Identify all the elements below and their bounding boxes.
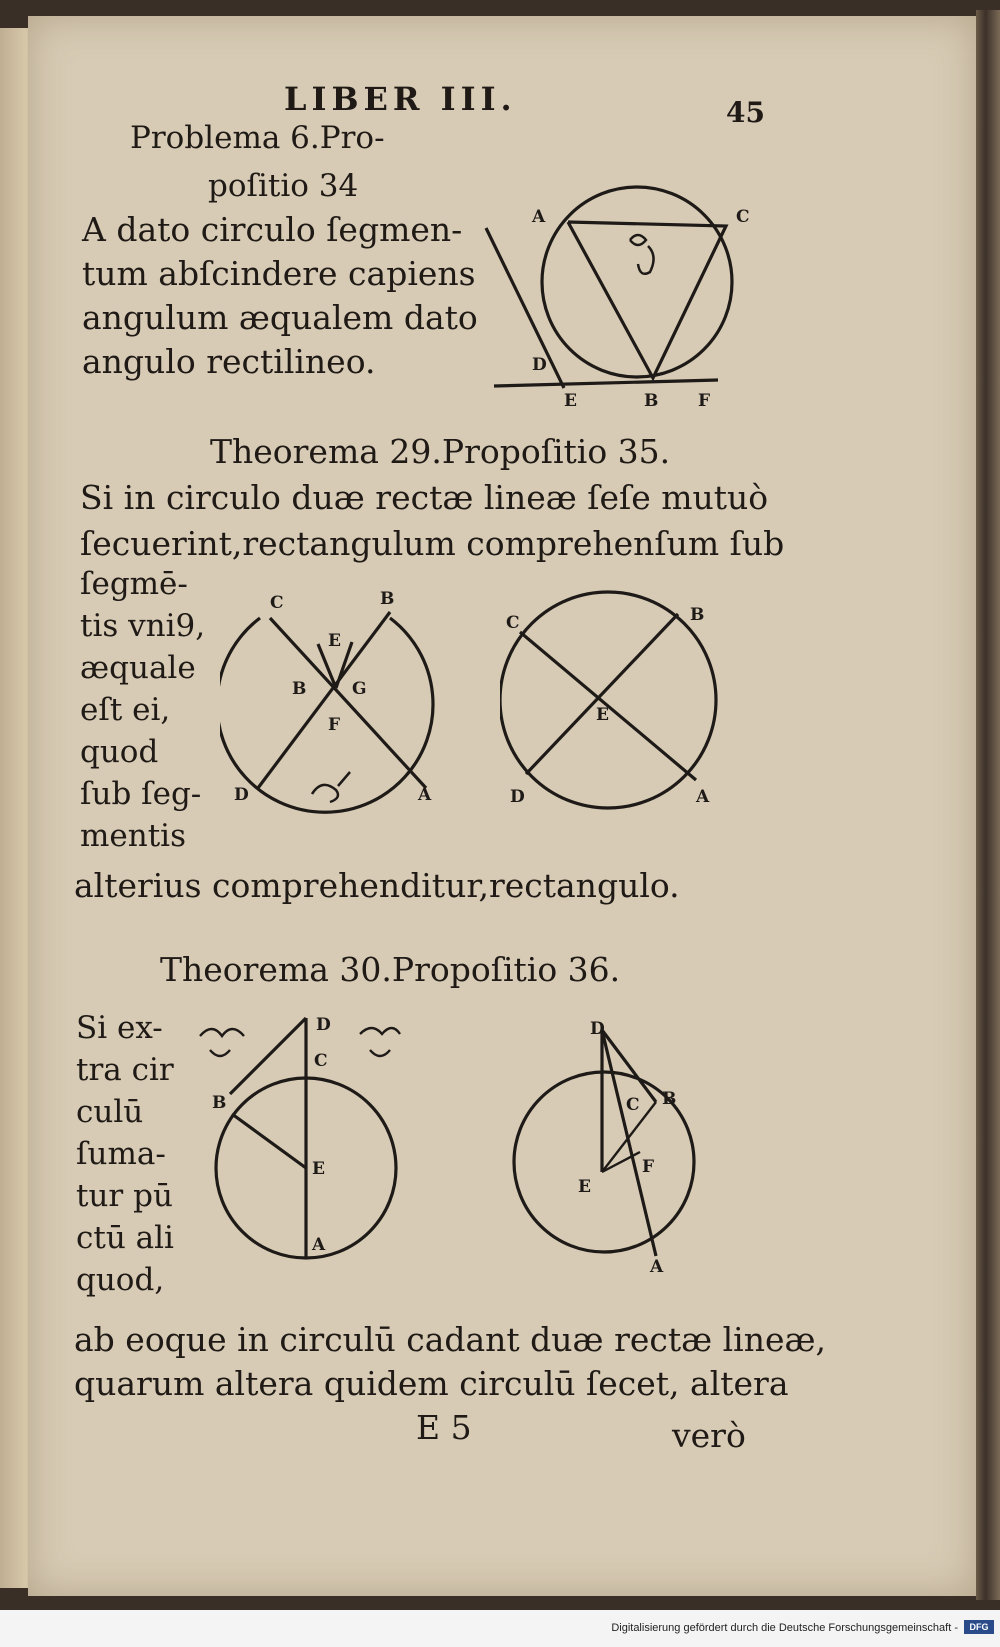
- theorem29-side-3: æquale: [80, 650, 196, 686]
- theorem29-line-2: ſecuerint,rectangulum comprehenſum ſub: [80, 524, 785, 563]
- theorem30-side-4: ſuma-: [76, 1136, 166, 1172]
- theorem29-side-6: ſub ſeg-: [80, 776, 202, 812]
- fig30b-label-b: B: [662, 1089, 676, 1109]
- theorem30-side-1: Si ex-: [76, 1010, 163, 1046]
- figure-tangent-circle-1: D C B E A: [199, 1015, 401, 1260]
- fig30a-label-d: D: [316, 1015, 331, 1035]
- theorem30-side-6: ctū ali: [76, 1220, 174, 1256]
- fig30a-label-c: C: [314, 1051, 328, 1071]
- fig29a-label-a: A: [417, 785, 432, 805]
- fig29b-label-d: D: [510, 787, 525, 807]
- problem-line-4: angulo rectilineo.: [82, 342, 376, 381]
- book-page: [28, 16, 976, 1596]
- theorem30-line-1: ab eoque in circulū cadant duæ rectæ lin…: [74, 1320, 827, 1359]
- fig30a-label-a: A: [311, 1235, 326, 1255]
- fig29a-label-d: D: [234, 785, 249, 805]
- theorem29-side-7: mentis: [80, 818, 186, 854]
- catchword: verò: [672, 1416, 746, 1455]
- fig29b-label-a: A: [695, 787, 710, 807]
- theorem29-side-1: ſegmē-: [80, 566, 188, 602]
- fig30a-label-e: E: [312, 1159, 325, 1179]
- page-edge-right: [976, 10, 1000, 1600]
- figure-inscribed-triangle: A C D E B F: [484, 185, 750, 410]
- problem-line-2: tum abſcindere capiens: [82, 254, 476, 293]
- fig-label-f: F: [698, 391, 710, 410]
- theorem29-side-4: eſt ei,: [80, 692, 171, 728]
- fig30b-label-e: E: [578, 1177, 591, 1197]
- problem-line-1: A dato circulo ſegmen-: [82, 210, 463, 249]
- fig30b-label-d: D: [590, 1020, 605, 1039]
- fig-label-a: A: [531, 207, 546, 227]
- theorem29-side-5: quod: [80, 734, 159, 770]
- figure-tangent-circle-2: D C B E F A: [512, 1020, 696, 1277]
- fig29a-label-c: C: [270, 593, 284, 613]
- theorem29-closing: alterius comprehenditur,rectangulo.: [74, 866, 680, 905]
- footer-credit: Digitalisierung gefördert durch die Deut…: [611, 1622, 958, 1634]
- fig29a-label-b2: B: [292, 679, 306, 699]
- scan-background: [0, 0, 1000, 1610]
- fig-label-c: C: [736, 207, 750, 227]
- dfg-logo: DFG: [964, 1620, 994, 1634]
- fig29b-label-b: B: [690, 605, 704, 625]
- running-header: LIBER III.: [284, 80, 517, 118]
- fig-label-d: D: [532, 355, 547, 375]
- fig-label-b: B: [644, 391, 658, 410]
- problem-heading: Problema 6.Pro-: [130, 120, 385, 156]
- fig-label-e: E: [564, 391, 577, 410]
- fig30a-label-b: B: [212, 1093, 226, 1113]
- theorem30-side-2: tra cir: [76, 1052, 174, 1088]
- theorem29-line-1: Si in circulo duæ rectæ lineæ ſeſe mutuò: [80, 478, 769, 517]
- theorem30-side-5: tur pū: [76, 1178, 173, 1214]
- theorem30-line-2: quarum altera quidem circulū ſecet, alte…: [74, 1364, 789, 1403]
- fig29b-label-c: C: [506, 613, 520, 633]
- theorem29-heading: Theorema 29.Propoſitio 35.: [210, 432, 671, 471]
- signature-mark: E 5: [416, 1408, 472, 1447]
- digitization-footer: Digitalisierung gefördert durch die Deut…: [0, 1610, 1000, 1647]
- figure-chords-circle-2: C B E D A: [500, 590, 718, 810]
- theorem30-side-7: quod,: [76, 1262, 165, 1298]
- page-number: 45: [726, 96, 765, 129]
- fig30b-label-a: A: [649, 1257, 664, 1277]
- theorem30-side-3: culū: [76, 1094, 144, 1130]
- figure-chords-circle-1: C B E B G F D A: [220, 590, 435, 814]
- fig29b-label-e: E: [596, 705, 609, 725]
- fig30b-label-c: C: [626, 1095, 640, 1115]
- fig30b-label-f: F: [642, 1157, 654, 1177]
- problem-line-3: angulum æqualem dato: [82, 298, 478, 337]
- fig29a-label-e: E: [328, 631, 341, 651]
- theorem30-heading: Theorema 30.Propoſitio 36.: [160, 950, 621, 989]
- fig29a-label-f: F: [328, 715, 340, 735]
- problem-heading-cont: poſitio 34: [208, 168, 359, 204]
- theorem29-side-2: tis vni9,: [80, 608, 206, 644]
- fig29a-label-b: B: [380, 590, 394, 609]
- fig29a-label-g: G: [352, 679, 367, 699]
